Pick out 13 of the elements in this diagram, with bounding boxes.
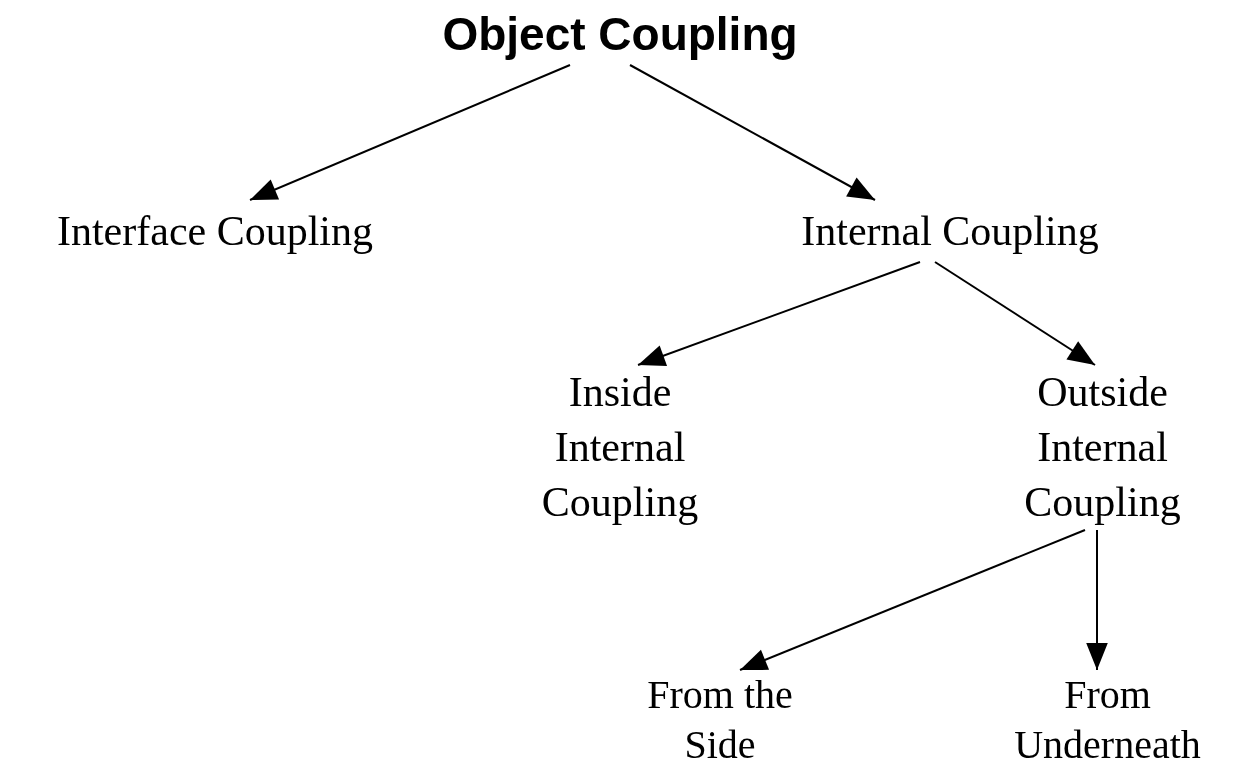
arrow <box>629 64 876 201</box>
arrow <box>637 261 921 366</box>
node-label: Interface Coupling <box>56 207 373 256</box>
arrow <box>934 261 1096 366</box>
arrow <box>739 529 1086 671</box>
root-label: Object Coupling <box>442 6 798 62</box>
node-label: Outside Internal Coupling <box>1023 368 1182 527</box>
arrow <box>1086 529 1108 671</box>
node-label: From Underneath <box>1013 671 1202 769</box>
node-label: Inside Internal Coupling <box>540 368 700 527</box>
arrow <box>249 64 571 201</box>
node-label: Internal Coupling <box>801 207 1099 256</box>
node-label: From the Side <box>646 671 794 769</box>
